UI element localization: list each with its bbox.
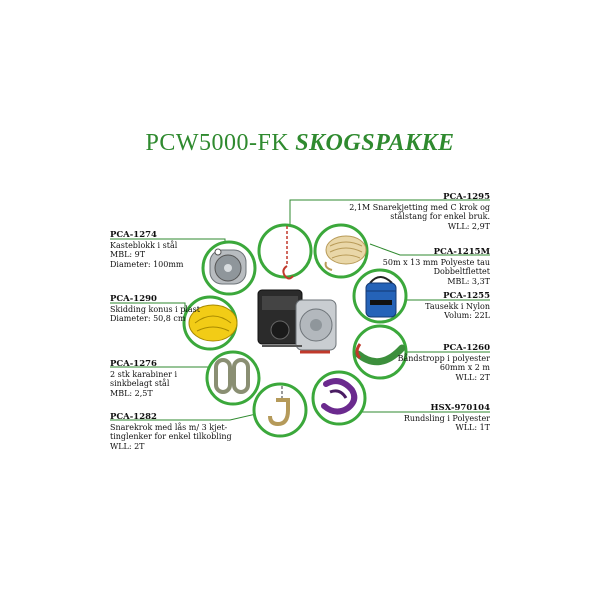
label-code: PCA-1260 [443, 343, 490, 353]
label-line: WLL: 1T [455, 423, 490, 432]
winch-image [257, 289, 337, 354]
label-line: Skidding konus i plast [110, 304, 200, 314]
label-line: MBL: 2,5T [110, 388, 153, 398]
label-pca1295: PCA-1295 2,1M Snarekjetting med C krok o… [349, 192, 490, 231]
label-line: 2,1M Snarekjetting med C krok og [349, 202, 490, 212]
label-pca1290: PCA-1290 Skidding konus i plast Diameter… [110, 294, 200, 324]
label-line: Tausekk i Nylon [425, 301, 490, 311]
label-line: 60mm x 2 m [439, 363, 490, 372]
label-line: stålstang for enkel bruk. [390, 212, 490, 221]
label-hsx970104: HSX-970104 Rundsling i Polyester WLL: 1T [403, 403, 490, 433]
label-pca1276: PCA-1276 2 stk karabiner i sinkbelagt st… [110, 359, 178, 398]
label-code: PCA-1295 [443, 192, 490, 202]
label-line: 2 stk karabiner i [110, 369, 178, 379]
pulley-block-image [209, 248, 247, 285]
round-sling-image [321, 378, 358, 415]
label-code: PCA-1282 [110, 412, 157, 422]
label-line: Båndstropp i polyester [397, 353, 490, 363]
label-line: Kasteblokk i stål [110, 240, 178, 250]
snare-hook-image [268, 386, 290, 427]
circle-pca1260 [352, 324, 408, 380]
circle-pca1282 [252, 382, 308, 438]
chain-hook-image [282, 226, 294, 280]
label-pca1255: PCA-1255 Tausekk i Nylon Volum: 22L [425, 291, 490, 321]
title-model-code: PCW5000-FK [145, 130, 290, 156]
leader-pca1215m [369, 243, 490, 256]
label-line: Rundsling i Polyester [403, 413, 490, 423]
label-line: MBL: 9T [110, 250, 146, 259]
label-line: tinglenker for enkel tilkobling [110, 432, 232, 441]
label-pca1274: PCA-1274 Kasteblokk i stål MBL: 9T Diame… [110, 230, 184, 269]
rope-bag-image [365, 276, 397, 318]
leader-pca1295 [289, 199, 490, 225]
label-line: MBL: 3,3T [447, 276, 490, 286]
label-line: Dobbeltflettet [433, 267, 490, 276]
label-line: WLL: 2T [455, 372, 490, 382]
label-pca1282: PCA-1282 Snarekrok med lås m/ 3 kjet- ti… [110, 412, 232, 451]
label-code: PCA-1290 [110, 294, 157, 304]
label-line: 50m x 13 mm Polyeste tau [382, 257, 490, 267]
label-code: PCA-1215M [433, 247, 490, 257]
leader-pca1290 [110, 302, 186, 312]
skidding-cone-image [188, 304, 238, 342]
label-line: Snarekrok med lås m/ 3 kjet- [110, 422, 228, 432]
sling-strap-image [354, 343, 406, 366]
label-line: sinkbelagt stål [110, 379, 170, 388]
label-pca1215m: PCA-1215M 50m x 13 mm Polyeste tau Dobbe… [382, 247, 490, 286]
label-pca1260: PCA-1260 Båndstropp i polyester 60mm x 2… [397, 343, 490, 382]
title-package-name: SKOGSPAKKE [295, 130, 455, 156]
label-line: Volum: 22L [444, 311, 490, 320]
label-code: PCA-1276 [110, 359, 157, 369]
label-code: PCA-1255 [443, 291, 490, 301]
label-line: Diameter: 50,8 cm [110, 314, 186, 323]
label-code: HSX-970104 [430, 403, 490, 413]
label-line: WLL: 2T [110, 441, 145, 451]
label-code: PCA-1274 [110, 230, 157, 240]
label-line: Diameter: 100mm [110, 259, 184, 269]
carabiners-image [214, 358, 250, 394]
label-line: WLL: 2,9T [447, 221, 490, 231]
rope-coil-image [324, 235, 367, 271]
